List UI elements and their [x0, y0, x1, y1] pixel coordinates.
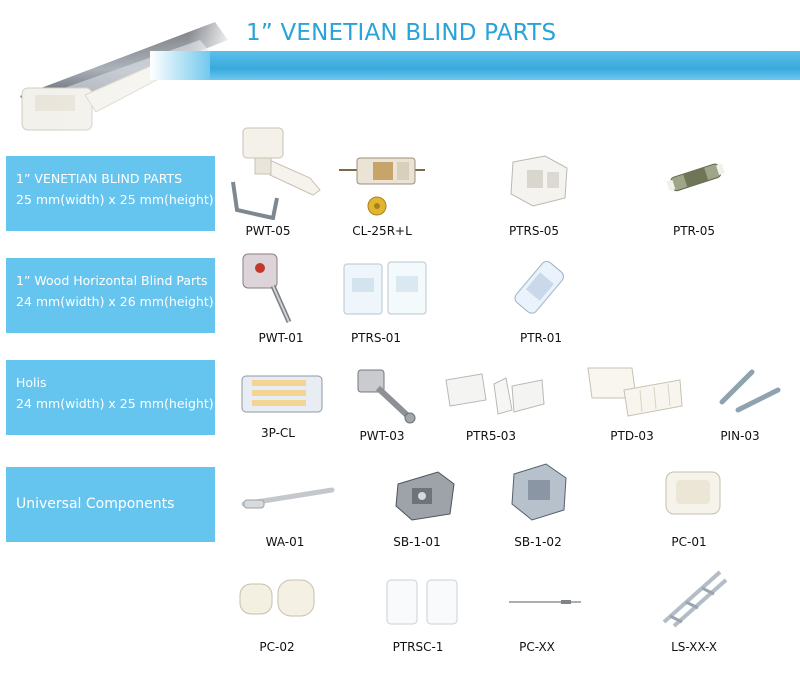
part-label-cl-25r-l: CL-25R+L	[352, 224, 412, 238]
category-size: 24 mm(width) x 25 mm(height)	[16, 396, 214, 411]
part-label-ptrsc-1: PTRSC-1	[392, 640, 444, 654]
part-image-3p-cl	[238, 372, 326, 418]
part-image-pwt-03	[352, 364, 422, 426]
part-image-ptrs-01	[340, 258, 430, 320]
part-label-sb-1-02: SB-1-02	[514, 535, 562, 549]
category-size: 24 mm(width) x 26 mm(height)	[16, 294, 214, 309]
part-image-pwt-05	[225, 120, 335, 220]
category-name: Holis	[16, 375, 47, 390]
part-image-pwt-01	[235, 248, 305, 328]
part-image-pc-xx	[505, 594, 585, 610]
part-label-pc-01: PC-01	[671, 535, 707, 549]
part-label-pc-xx: PC-XX	[519, 640, 555, 654]
part-label-ls-xx-x: LS-XX-X	[671, 640, 717, 654]
part-image-ptr-01	[510, 258, 570, 318]
part-label-pwt-01: PWT-01	[258, 331, 304, 345]
part-label-pin-03: PIN-03	[720, 429, 760, 443]
part-label-pwt-03: PWT-03	[359, 429, 405, 443]
category-size: 25 mm(width) x 25 mm(height)	[16, 192, 214, 207]
part-label-ptd-03: PTD-03	[610, 429, 654, 443]
part-label-3p-cl: 3P-CL	[260, 426, 296, 440]
part-image-ptd-03	[580, 362, 686, 420]
category-universal: Universal Components	[6, 467, 215, 542]
part-image-pin-03	[716, 366, 784, 416]
category-venetian: 1” VENETIAN BLIND PARTS 25 mm(width) x 2…	[6, 156, 215, 231]
title-bar	[210, 51, 800, 80]
part-label-ptrs-01: PTRS-01	[350, 331, 402, 345]
part-label-ptrs-05: PTRS-05	[508, 224, 560, 238]
category-wood-horizontal: 1” Wood Horizontal Blind Parts 24 mm(wid…	[6, 258, 215, 333]
part-image-ptr5-03	[442, 370, 546, 420]
part-image-ls-xx-x	[656, 566, 730, 630]
part-image-sb-1-02	[508, 460, 570, 524]
category-name: Universal Components	[16, 496, 175, 512]
part-label-wa-01: WA-01	[265, 535, 305, 549]
part-image-pc-01	[660, 466, 726, 520]
category-name: 1” Wood Horizontal Blind Parts	[16, 273, 208, 288]
title-bar-fade	[150, 51, 220, 80]
category-name: 1” VENETIAN BLIND PARTS	[16, 171, 183, 186]
part-label-pc-02: PC-02	[259, 640, 295, 654]
part-image-ptrs-05	[505, 150, 575, 210]
part-image-ptrsc-1	[383, 574, 463, 630]
part-image-ptr-05	[665, 158, 730, 198]
part-label-sb-1-01: SB-1-01	[393, 535, 441, 549]
part-image-pc-02	[236, 574, 322, 624]
part-image-wa-01	[240, 482, 336, 512]
category-holis: Holis 24 mm(width) x 25 mm(height)	[6, 360, 215, 435]
part-label-ptr5-03: PTR5-03	[465, 429, 517, 443]
part-label-ptr-01: PTR-01	[519, 331, 563, 345]
part-image-sb-1-01	[390, 466, 460, 524]
page-title: 1” VENETIAN BLIND PARTS	[246, 20, 557, 46]
part-label-pwt-05: PWT-05	[245, 224, 291, 238]
part-label-ptr-05: PTR-05	[672, 224, 716, 238]
part-image-cl-25r-l	[335, 150, 435, 220]
